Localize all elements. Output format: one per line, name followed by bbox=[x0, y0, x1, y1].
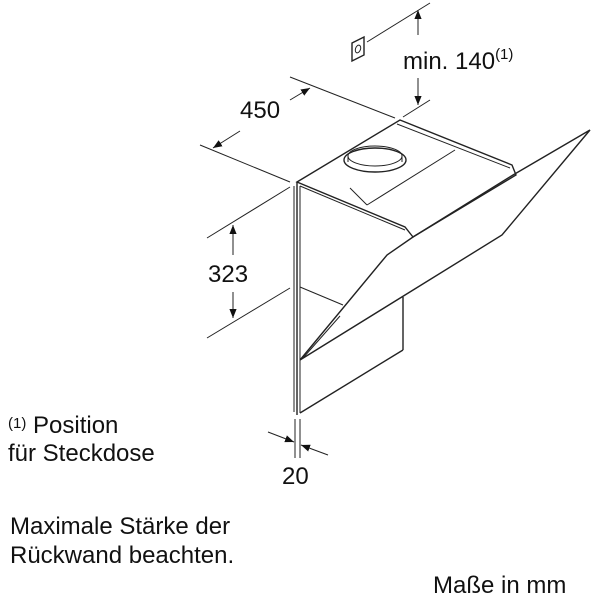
footnote-line2: für Steckdose bbox=[8, 440, 155, 467]
width-dimension bbox=[199, 76, 396, 183]
footnote: (1) Position bbox=[8, 414, 118, 438]
footnote-marker: (1) bbox=[8, 415, 27, 432]
socket-height-dimension bbox=[366, 2, 431, 118]
socket-height-label: min. 140(1) bbox=[403, 47, 513, 75]
socket-height-value: min. 140 bbox=[403, 48, 496, 75]
footnote-ref: (1) bbox=[495, 46, 514, 63]
hood-body bbox=[293, 119, 591, 415]
height-label: 323 bbox=[208, 261, 249, 288]
notice-line1: Maximale Stärke der bbox=[10, 513, 231, 540]
notice-line2: Rückwand beachten. bbox=[10, 542, 235, 569]
units-label: Maße in mm bbox=[433, 572, 567, 599]
footnote-line1: Position bbox=[33, 412, 119, 439]
duct-ring bbox=[343, 145, 407, 173]
panel-thickness-dimension bbox=[267, 419, 329, 458]
width-label: 450 bbox=[240, 97, 281, 124]
height-dimension bbox=[206, 186, 291, 339]
panel-thickness-label: 20 bbox=[282, 463, 309, 490]
socket-icon bbox=[351, 35, 365, 63]
